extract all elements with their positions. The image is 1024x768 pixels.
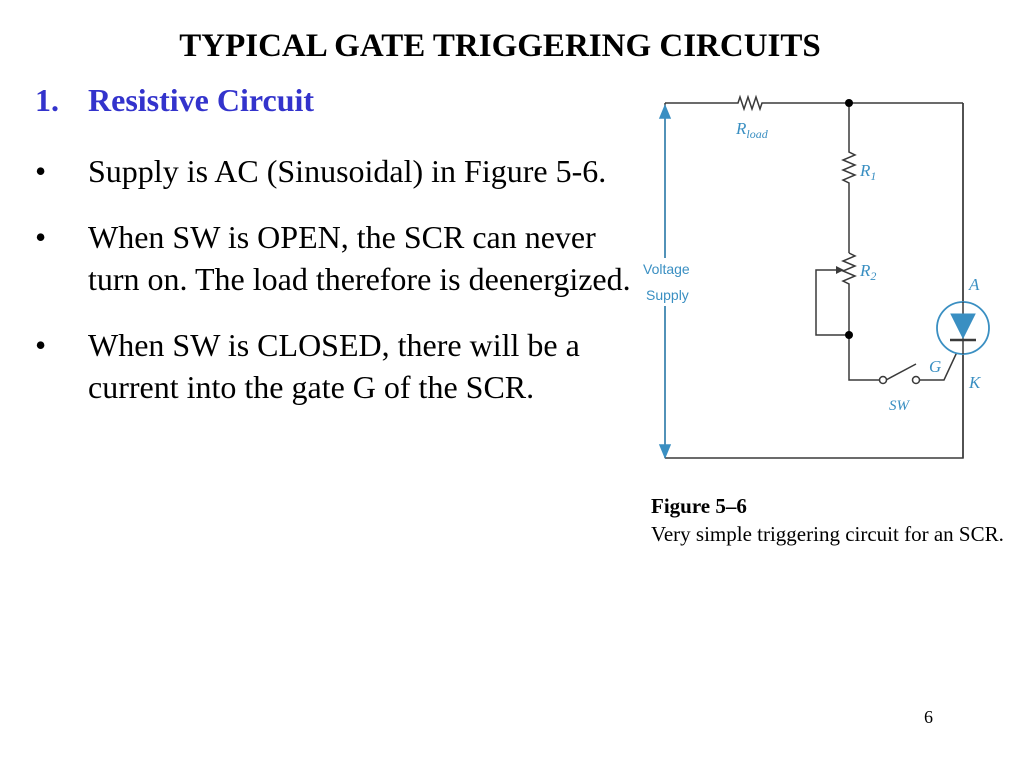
r2-wiper-arrow (836, 266, 844, 274)
r1-resistor (841, 103, 857, 253)
bullet-text: When SW is OPEN, the SCR can never turn … (88, 219, 631, 297)
bullet-dot: • (35, 153, 47, 189)
section-title: Resistive Circuit (88, 82, 315, 118)
junction-top (845, 99, 853, 107)
switch-contact-right (911, 375, 921, 385)
bullet-list: • Supply is AC (Sinusoidal) in Figure 5-6… (35, 150, 635, 432)
caption-text: Very simple triggering circuit for an SC… (651, 522, 1004, 546)
figure-caption: Figure 5–6 Very simple triggering circui… (651, 492, 1011, 548)
page-number: 6 (924, 707, 933, 727)
switch-blade (885, 363, 917, 381)
bullet-dot: • (35, 219, 47, 255)
section-heading: 1. Resistive Circuit (35, 80, 314, 120)
section-number: 1. (35, 82, 59, 118)
slide-title: TYPICAL GATE TRIGGERING CIRCUITS (179, 28, 821, 64)
cathode-label: K (968, 373, 982, 392)
bullet-item: • When SW is CLOSED, there will be a curr… (35, 324, 635, 408)
circuit-svg: Rload R1 R2 A K G SW Voltage Supply (640, 94, 990, 459)
circuit-diagram: Rload R1 R2 A K G SW Voltage Supply (630, 90, 1010, 470)
r2-label: R2 (859, 261, 876, 283)
supply-arrow-head-top (658, 104, 672, 119)
right-wire (665, 103, 964, 459)
supply-arrow-head-bottom (658, 444, 672, 459)
supply-label-line1: Voltage (643, 261, 690, 277)
caption-label: Figure 5–6 (651, 494, 747, 518)
bullet-text: Supply is AC (Sinusoidal) in Figure 5-6. (88, 153, 607, 189)
bullet-text: When SW is CLOSED, there will be a curre… (88, 327, 580, 405)
rload-label: Rload (735, 119, 769, 141)
supply-label-line2: Supply (646, 287, 689, 303)
bullet-dot: • (35, 327, 47, 363)
r2-wiper (815, 269, 849, 336)
gate-wire (918, 351, 958, 381)
r1-label: R1 (859, 161, 876, 183)
supply-label-bg (640, 258, 692, 306)
gate-label: G (929, 357, 941, 376)
switch-label: SW (889, 398, 911, 414)
switch-contact-left (878, 375, 888, 385)
junction-mid (845, 331, 853, 339)
bullet-item: • Supply is AC (Sinusoidal) in Figure 5-6… (35, 150, 635, 192)
anode-label: A (968, 275, 980, 294)
top-wire (665, 94, 963, 112)
bullet-item: • When SW is OPEN, the SCR can never turn… (35, 216, 635, 300)
scr-triangle (950, 313, 976, 340)
